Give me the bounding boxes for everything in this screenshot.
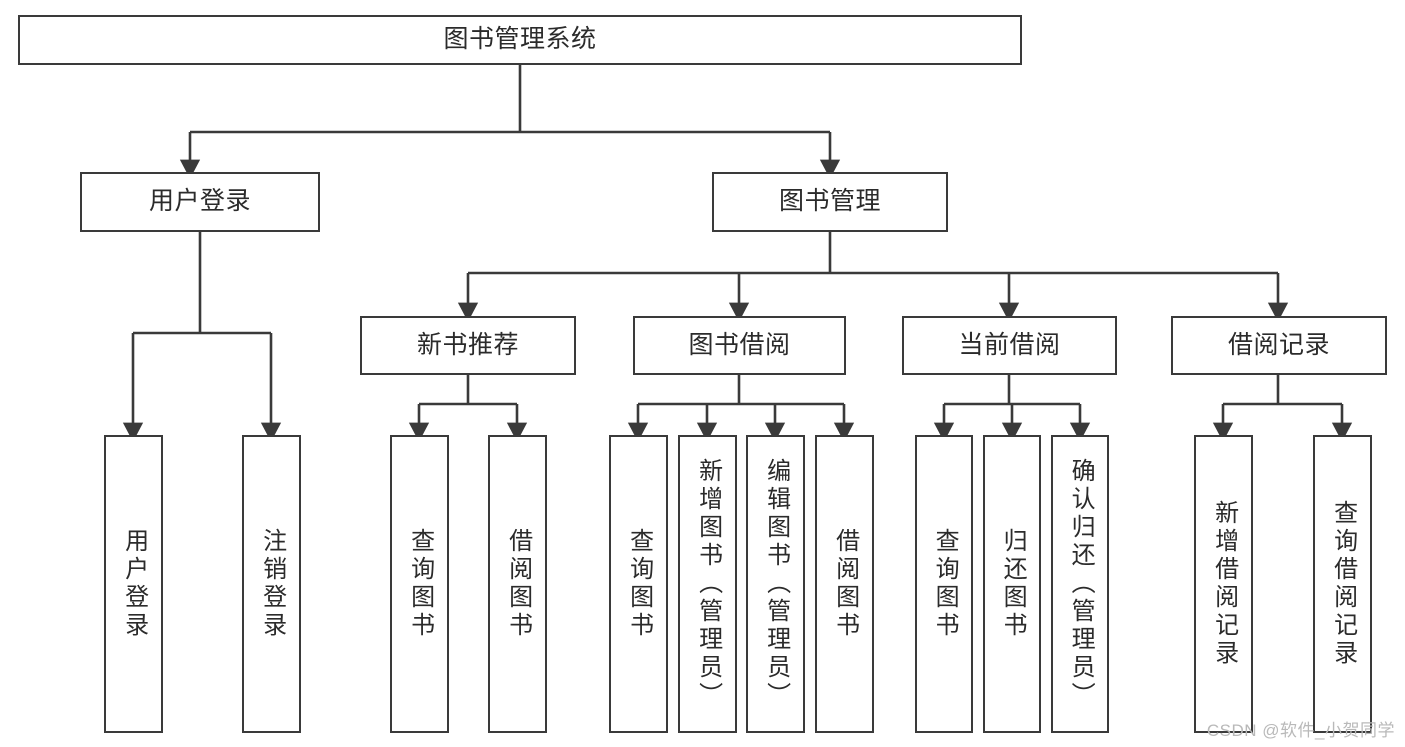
node-label: 编辑图书（管理员） [762, 458, 790, 710]
leaf-new-book-borrow[interactable]: 借阅图书 [488, 435, 547, 733]
leaf-book-borrow-add[interactable]: 新增图书（管理员） [678, 435, 737, 733]
node-label: 借阅图书 [831, 528, 859, 640]
leaf-new-book-query[interactable]: 查询图书 [390, 435, 449, 733]
leaf-book-borrow-edit[interactable]: 编辑图书（管理员） [746, 435, 805, 733]
node-label: 新增图书（管理员） [694, 458, 722, 710]
node-label: 注销登录 [258, 528, 286, 640]
leaf-user-login-signin[interactable]: 用户登录 [104, 435, 163, 733]
node-label: 新书推荐 [416, 330, 519, 359]
node-current-borrow[interactable]: 当前借阅 [902, 316, 1117, 375]
node-label: 借阅图书 [504, 528, 532, 640]
node-label: 借阅记录 [1227, 330, 1330, 359]
node-borrow-record[interactable]: 借阅记录 [1171, 316, 1387, 375]
node-label: 图书借阅 [688, 330, 791, 359]
node-book-borrow[interactable]: 图书借阅 [633, 316, 846, 375]
node-book-management[interactable]: 图书管理 [712, 172, 948, 232]
node-label: 查询图书 [406, 528, 434, 640]
node-label: 查询图书 [625, 528, 653, 640]
leaf-book-borrow-lend[interactable]: 借阅图书 [815, 435, 874, 733]
leaf-current-borrow-return[interactable]: 归还图书 [983, 435, 1041, 733]
node-label: 确认归还（管理员） [1067, 458, 1095, 710]
node-label: 归还图书 [999, 528, 1027, 640]
leaf-current-borrow-confirm-return[interactable]: 确认归还（管理员） [1051, 435, 1109, 733]
node-label: 用户登录 [148, 187, 251, 216]
node-label: 查询借阅记录 [1329, 500, 1357, 668]
node-label: 查询图书 [931, 528, 959, 640]
node-label: 新增借阅记录 [1210, 500, 1238, 668]
node-label: 图书管理 [778, 187, 881, 216]
leaf-borrow-record-query[interactable]: 查询借阅记录 [1313, 435, 1372, 733]
node-label: 当前借阅 [958, 330, 1061, 359]
leaf-book-borrow-query[interactable]: 查询图书 [609, 435, 668, 733]
leaf-borrow-record-add[interactable]: 新增借阅记录 [1194, 435, 1253, 733]
node-new-book-recommend[interactable]: 新书推荐 [360, 316, 576, 375]
node-user-login[interactable]: 用户登录 [80, 172, 320, 232]
leaf-user-login-signout[interactable]: 注销登录 [242, 435, 301, 733]
node-root-system[interactable]: 图书管理系统 [18, 15, 1022, 65]
node-label: 图书管理系统 [443, 25, 597, 54]
leaf-current-borrow-query[interactable]: 查询图书 [915, 435, 973, 733]
node-label: 用户登录 [120, 528, 148, 640]
